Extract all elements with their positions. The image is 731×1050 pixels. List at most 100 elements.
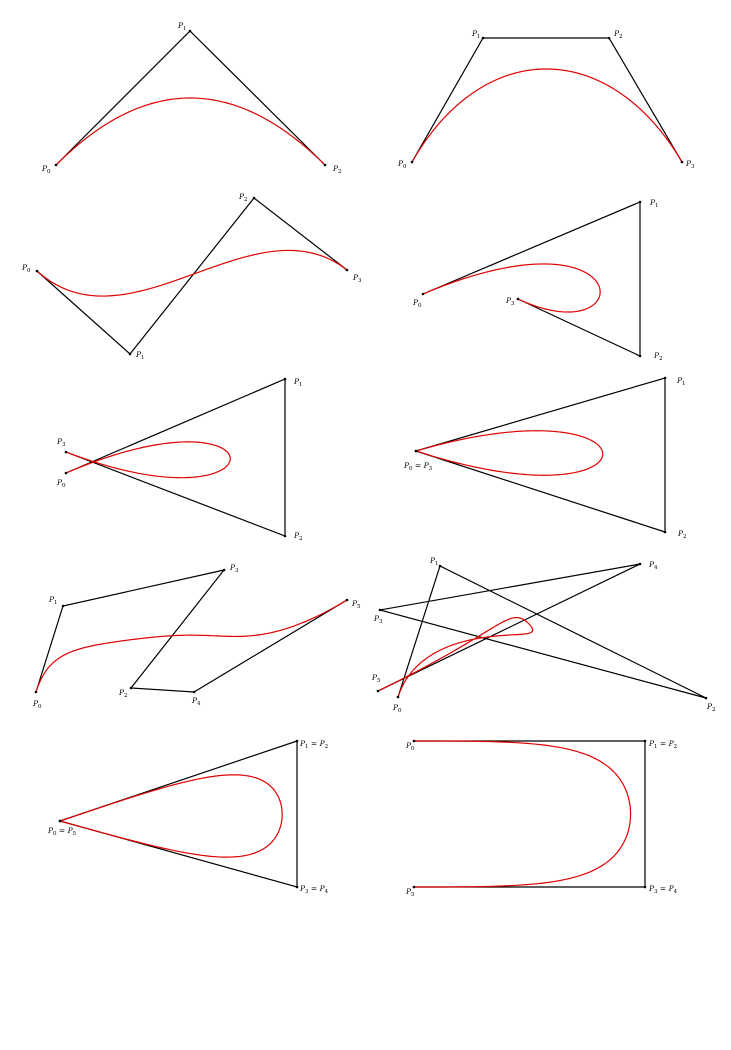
control-point-label: P0 [56,478,66,489]
control-polygon [35,569,348,693]
control-polygon [36,197,348,355]
control-point [414,449,418,453]
control-point [283,377,287,381]
control-point-label: P0 [21,263,31,274]
control-point [34,690,38,694]
control-point-label: P0 [41,164,51,175]
control-polygon [65,378,286,537]
control-point-label: P0 [32,699,42,710]
control-point [481,36,485,40]
bezier-curve [377,616,534,698]
control-point [680,160,684,164]
bezier-curve [59,774,283,858]
control-point [129,686,133,690]
control-point-label: P4 [191,696,201,707]
control-point-label: P2 [332,164,342,175]
control-point-label: P3 [352,273,362,284]
control-point-label: P5 [371,673,381,684]
control-polygon [377,563,707,699]
control-point-label: P1 [676,376,686,387]
control-point-label: P2 [238,192,248,203]
control-point-label: P5 [405,887,415,898]
control-point [396,695,400,699]
control-point-label: P0 [392,703,402,714]
control-point [295,885,299,889]
control-point-label: P3 [56,437,66,448]
control-point [54,163,58,167]
control-point-label: P1 [293,377,303,388]
control-point-label: P2 [293,531,303,542]
control-point-label: P1 [429,556,439,567]
control-point [323,163,327,167]
control-point-label: P2 [118,688,128,699]
control-point [410,160,414,164]
bezier-curve [415,430,604,476]
control-polygon [415,377,666,533]
control-point [128,352,132,356]
control-point [638,562,642,566]
control-point [64,450,68,454]
control-point-label: P5 [351,599,361,610]
control-point-label: P1 = P2 [299,739,328,750]
control-point-label: P3 [685,159,695,170]
control-point-label: P0 [405,741,415,752]
control-point-label: P3 [505,296,515,307]
bezier-curve [36,249,348,297]
bezier-curve [411,68,683,163]
control-point [61,604,65,608]
control-point-label: P3 [373,614,383,625]
control-point [412,885,416,889]
control-point-label: P3 = P4 [648,884,678,895]
control-point-label: P2 [677,529,687,540]
control-point [345,598,349,602]
control-point [345,268,349,272]
control-polygon [59,740,298,888]
bezier-curve [414,740,632,888]
control-point [188,29,192,33]
bezier-figure-quintic-u-shape: P0 P1 = P2 P3 = P4 P5 [405,739,678,898]
control-point [412,739,416,743]
control-point-label: P1 [471,29,481,40]
control-point-label: P0 [397,159,407,170]
control-point [58,819,62,823]
control-point-label: P3 [229,563,239,574]
bezier-curve [35,599,348,693]
control-point [295,739,299,743]
control-point [516,297,520,301]
control-point-label: P1 [48,595,58,606]
control-point [252,196,256,200]
control-point [378,608,382,612]
bezier-curve [422,263,601,313]
control-point [376,689,380,693]
control-point-label: P0 [412,298,422,309]
control-point-label: P3 = P4 [299,884,329,895]
control-point [643,885,647,889]
control-point [643,739,647,743]
control-polygon [422,201,641,357]
control-polygon [414,740,646,888]
control-point-label: P1 = P2 [648,739,677,750]
bezier-curve [55,97,326,166]
control-point [438,564,442,568]
control-point [704,696,708,700]
control-point-label: P1 [135,350,145,361]
bezier-figure-quintic-teardrop: P0 = P5 P1 = P2 P3 = P4 [47,739,329,895]
control-point [222,568,226,572]
control-point [607,36,611,40]
control-point-label: P4 [648,560,658,571]
control-point [663,376,667,380]
control-point-label: P0 = P3 [403,461,433,472]
control-point [35,269,39,273]
control-point [638,354,642,358]
bezier-curve [65,441,231,479]
control-point [192,690,196,694]
control-point-label: P0 = P5 [47,826,77,837]
